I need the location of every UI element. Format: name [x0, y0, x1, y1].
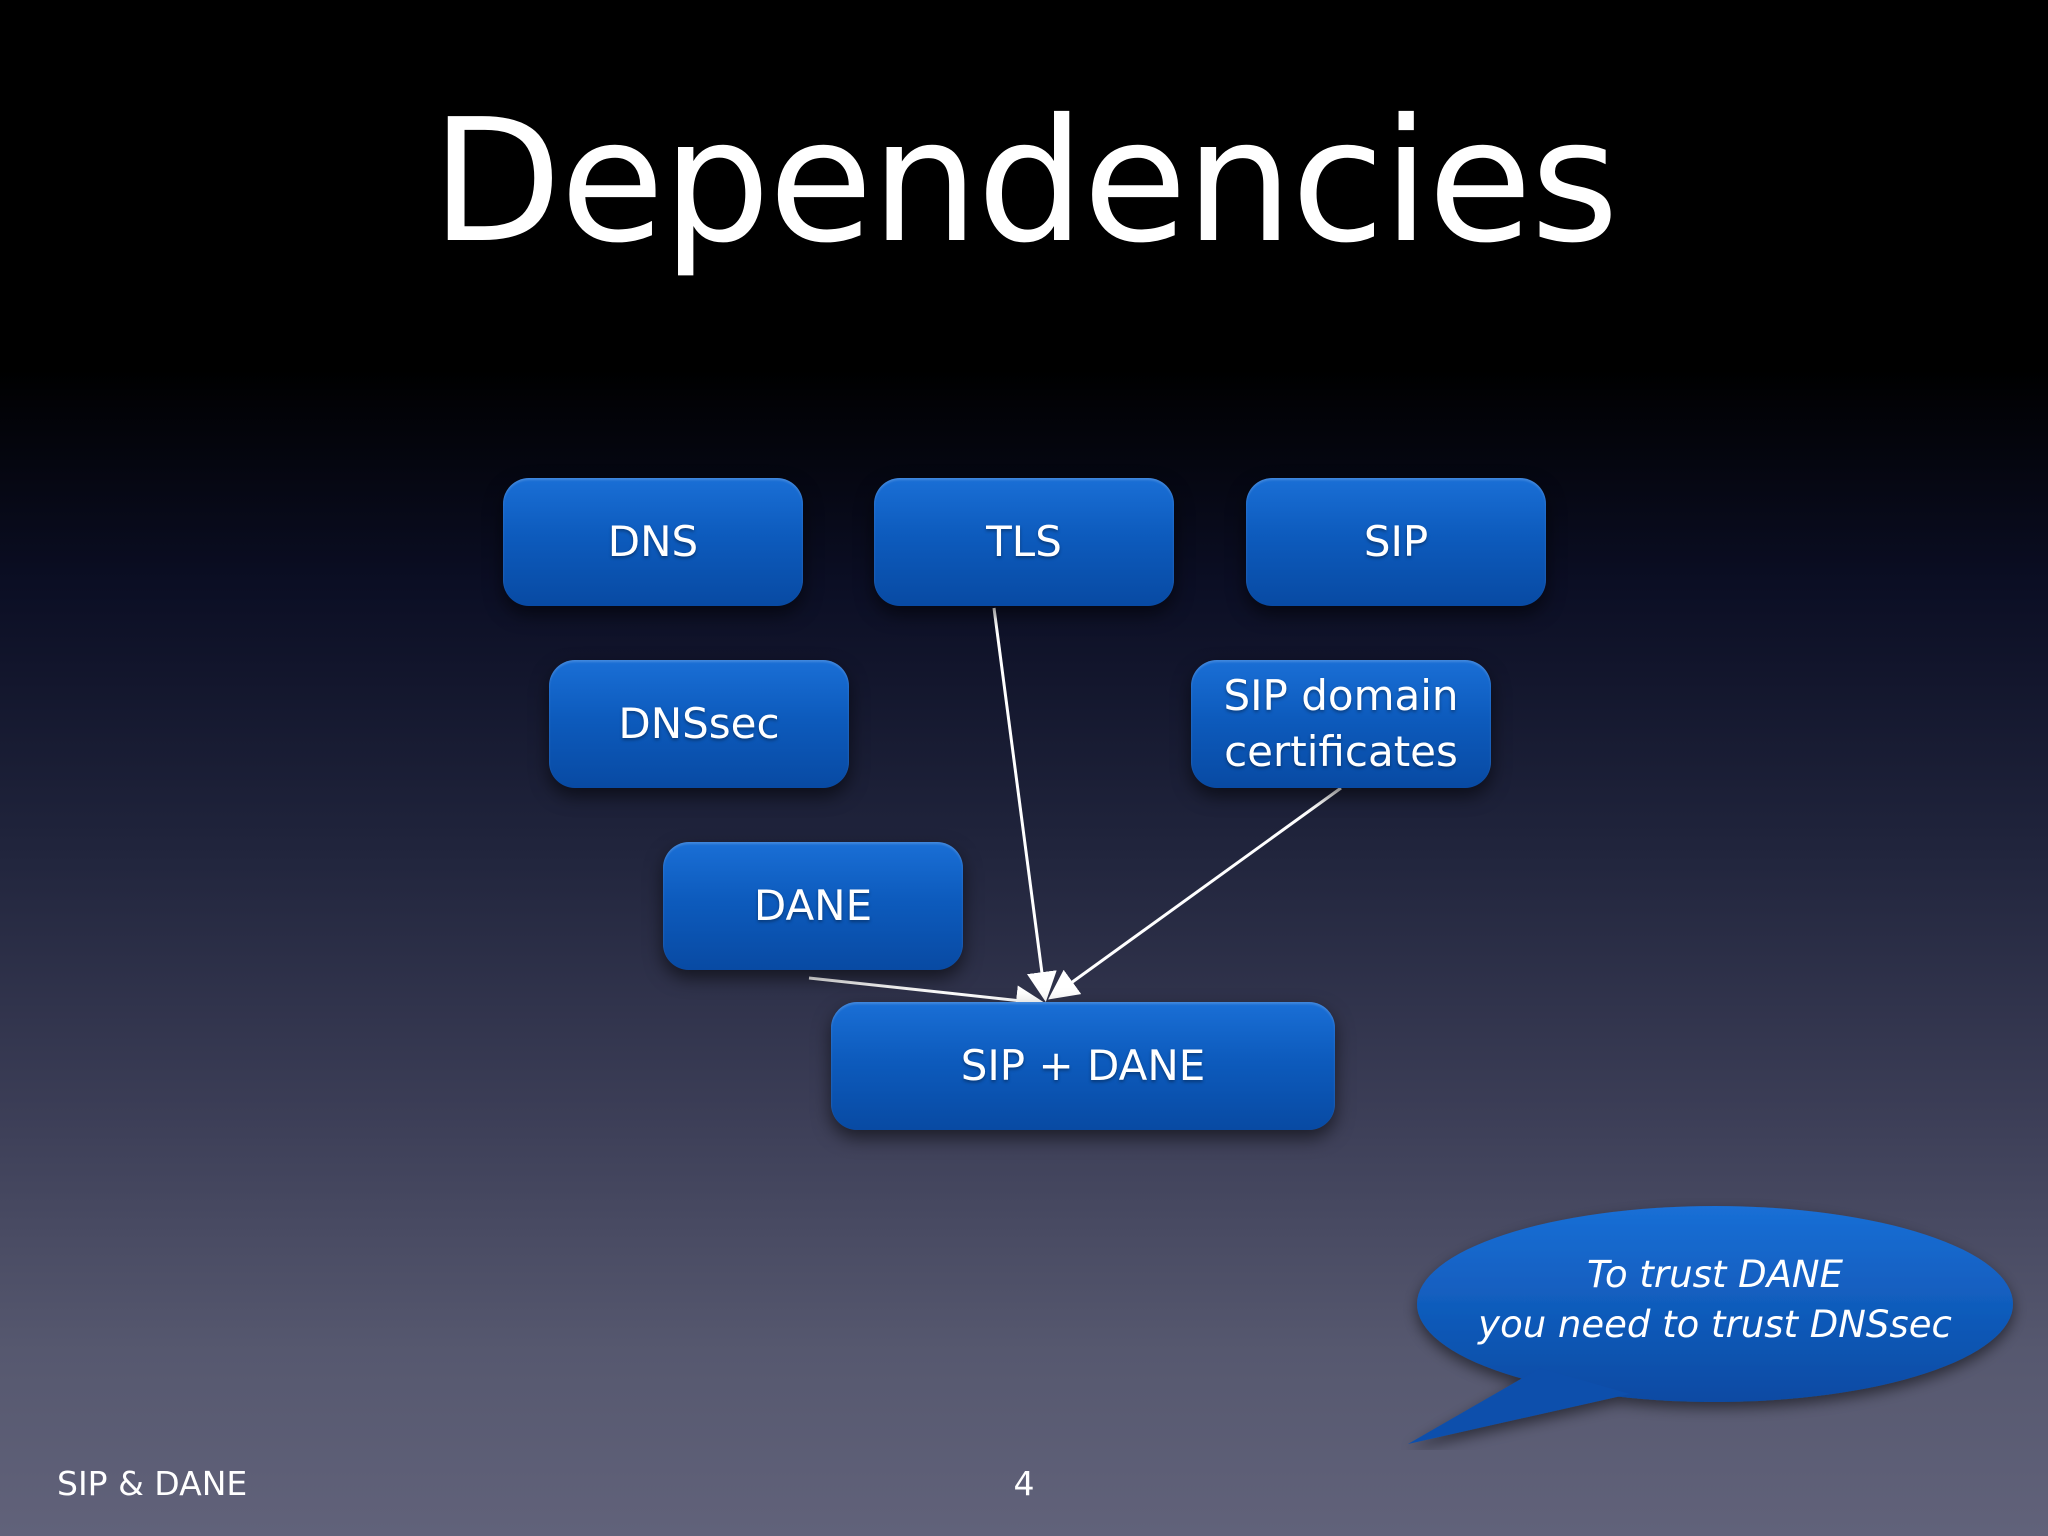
node-dnssec: DNSsec: [549, 660, 849, 788]
node-sip-label: SIP: [1363, 517, 1429, 566]
node-sip-dane: SIP + DANE: [831, 1002, 1335, 1130]
arrow-certs-to-sip-dane: [1048, 786, 1342, 1000]
node-dns: DNS: [503, 478, 803, 606]
callout-line2: you need to trust DNSsec: [1478, 1303, 1952, 1346]
node-sip: SIP: [1246, 478, 1546, 606]
node-sip-dane-label: SIP + DANE: [960, 1041, 1206, 1090]
node-dnssec-label: DNSsec: [618, 699, 780, 748]
node-sip-certs-line2: certificates: [1224, 727, 1458, 776]
node-sip-domain-certificates: SIP domain certificates: [1191, 660, 1491, 788]
node-tls-label: TLS: [986, 517, 1062, 566]
speech-bubble: [1408, 1206, 2013, 1444]
arrow-dane-to-sip-dane: [808, 976, 1046, 1016]
node-sip-certs-line1: SIP domain: [1223, 671, 1459, 720]
slide-page-number: 4: [1013, 1464, 1035, 1503]
footer-presentation-title: SIP & DANE: [57, 1464, 248, 1503]
node-tls: TLS: [874, 478, 1174, 606]
node-dane: DANE: [663, 842, 963, 970]
callout-line1: To trust DANE: [1586, 1253, 1843, 1296]
node-dane-label: DANE: [753, 881, 873, 930]
slide-title: Dependencies: [431, 83, 1619, 281]
node-dns-label: DNS: [607, 517, 699, 566]
callout-text: To trust DANE you need to trust DNSsec: [1440, 1250, 1990, 1350]
arrow-tls-to-sip-dane: [992, 607, 1057, 1002]
